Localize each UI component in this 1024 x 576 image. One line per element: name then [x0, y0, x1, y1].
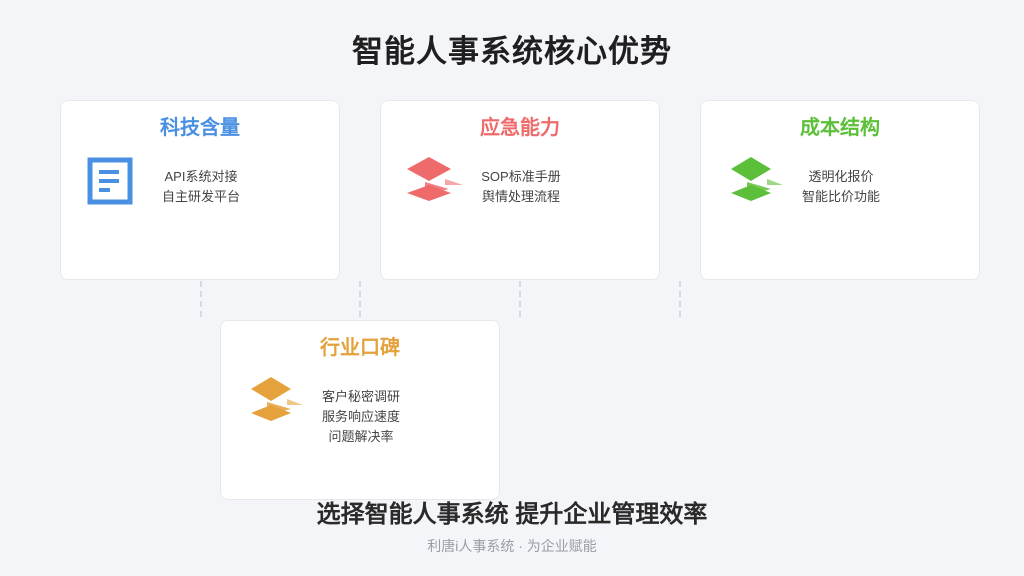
card-tech: 科技含量 API系统对接 自主研发平台 [60, 100, 340, 280]
card-emergency: 应急能力 SOP标准手册 舆情处理流程 [380, 100, 660, 280]
card-line: 问题解决率 [328, 429, 394, 444]
card-title: 科技含量 [160, 117, 240, 139]
card-line: SOP标准手册 [481, 169, 561, 184]
card-title: 行业口碑 [320, 337, 400, 359]
card-title: 应急能力 [480, 117, 560, 139]
layered-diamond-icon [405, 155, 465, 208]
card-line: 服务响应速度 [321, 409, 400, 424]
card-line: 透明化报价 [808, 169, 874, 184]
layered-diamond-icon [727, 155, 787, 208]
page-title: 智能人事系统核心优势 [352, 34, 672, 69]
connector-line [359, 281, 361, 317]
card-line: API系统对接 [164, 169, 238, 184]
card-line: 智能比价功能 [801, 189, 880, 204]
footer-text: 利唐i人事系统 · 为企业赋能 [427, 538, 597, 554]
card-lines: 透明化报价 智能比价功能 [791, 167, 891, 207]
slogan: 选择智能人事系统 提升企业管理效率 [316, 501, 708, 528]
connector-line [200, 281, 202, 317]
document-list-icon [87, 157, 133, 210]
card-line: 自主研发平台 [161, 189, 240, 204]
card-cost: 成本结构 透明化报价 智能比价功能 [700, 100, 980, 280]
card-lines: API系统对接 自主研发平台 [151, 167, 251, 207]
card-lines: 客户秘密调研 服务响应速度 问题解决率 [311, 387, 411, 447]
card-reputation: 行业口碑 客户秘密调研 服务响应速度 问题解决率 [220, 320, 500, 500]
card-lines: SOP标准手册 舆情处理流程 [471, 167, 571, 207]
connector-line [519, 281, 521, 317]
card-line: 舆情处理流程 [481, 189, 560, 204]
card-title: 成本结构 [800, 117, 880, 139]
layered-diamond-icon [249, 375, 309, 428]
card-line: 客户秘密调研 [321, 389, 400, 404]
connector-line [679, 281, 681, 317]
